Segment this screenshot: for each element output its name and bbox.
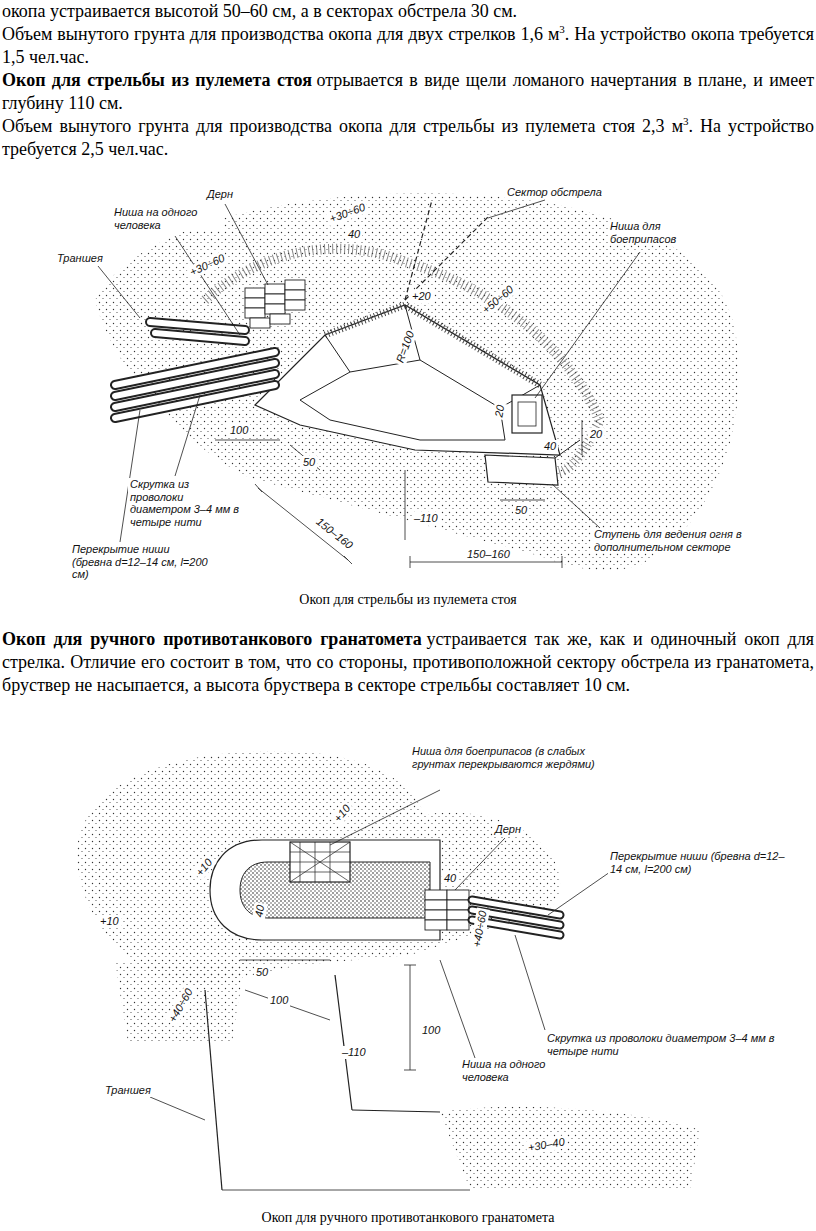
dimension-label: Дерн [493, 823, 523, 836]
dimension-label: Сектор обстрела [505, 186, 604, 199]
grenade-launcher-trench [77, 751, 700, 1190]
callout-label: Ступень для ведения огня в дополнительно… [592, 528, 786, 553]
paragraph: Объем вынутого грунта для производства о… [2, 23, 814, 69]
dimension-label: 100 [268, 994, 290, 1007]
paragraph: окопа устраивается высотой 50–60 см, а в… [2, 0, 814, 23]
paragraph: Объем вынутого грунта для производства о… [2, 115, 814, 161]
dimension-label: 100 [420, 1024, 442, 1037]
callout-label: Ниша на одного человека [460, 1058, 569, 1083]
dimension-label: Траншея [103, 1084, 153, 1097]
callout-label: Скрутка из проволоки диаметром 3–4 мм в … [128, 478, 244, 529]
bold-lead: Окоп для стрельбы из пулемета стоя [2, 70, 312, 90]
dimension-label: 50 [254, 966, 270, 979]
dimension-label: 100 [228, 424, 250, 437]
callout-label: Ниша на одного человека [112, 206, 224, 231]
superscript: 3 [559, 23, 565, 35]
bold-lead: Окоп для ручного противотанкового гранат… [2, 629, 422, 649]
superscript: 3 [683, 115, 689, 127]
callout-label: Перекрытие ниши (бревна d=12–14 см, l=20… [70, 543, 214, 581]
dimension-label: +20 [410, 290, 433, 303]
paragraph: Окоп для стрельбы из пулемета стояотрыва… [2, 69, 814, 115]
callout-label: Перекрытие ниши (бревна d=12–14 см, l=20… [608, 850, 797, 875]
dimension-label: –110 [412, 512, 440, 525]
dimension-label: 40 [542, 440, 558, 453]
dimension-label: –110 [340, 1046, 368, 1059]
dimension-label: 40 [442, 872, 458, 885]
machine-gun-trench [95, 193, 739, 570]
callout-label: Скрутка из проволоки диаметром 3–4 мм в … [545, 1032, 779, 1057]
paragraph-text: окопа устраивается высотой 50–60 см, а в… [2, 1, 517, 21]
callout-label: Ниша для боеприпасов [608, 220, 702, 245]
figure-caption: Окоп для стрельбы из пулемета стоя [0, 591, 816, 609]
paragraph-text: Объем вынутого грунта для производства о… [2, 116, 683, 136]
dimension-label: 50 [301, 456, 317, 469]
paragraph-text: Объем вынутого грунта для производства о… [2, 24, 559, 44]
dimension-label: Траншея [55, 252, 105, 265]
dimension-label: +10 [98, 915, 121, 928]
dimension-label: 50 [513, 504, 529, 517]
paragraph: Окоп для ручного противотанкового гранат… [2, 628, 814, 697]
figure-caption: Окоп для ручного противотанкового гранат… [0, 1209, 816, 1227]
dimension-label: 40 [346, 228, 362, 241]
callout-label: Ниша для боеприпасов (в слабых грунтах п… [410, 745, 604, 770]
dimension-label: 150–160 [312, 514, 357, 553]
dimension-label: 20 [588, 428, 604, 441]
dimension-label: 150–160 [465, 548, 512, 561]
dimension-label: Дерн [205, 188, 235, 201]
